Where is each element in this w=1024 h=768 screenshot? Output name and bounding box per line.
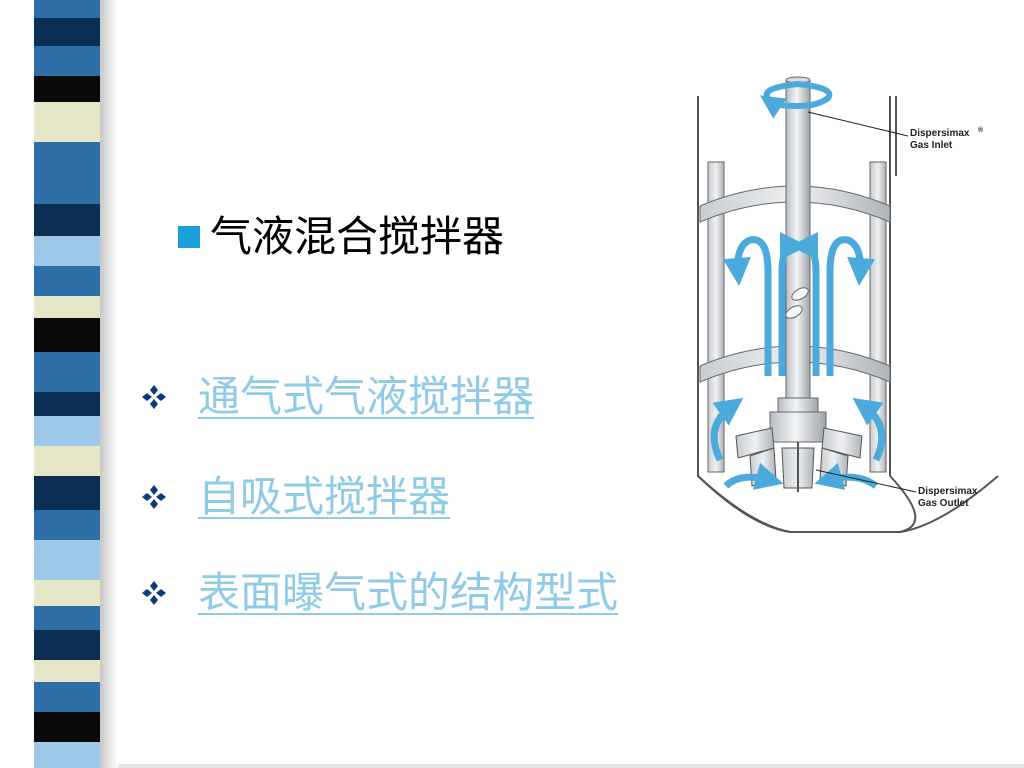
strip-block [34, 142, 100, 164]
diamond-bullet-icon [142, 385, 166, 410]
baffle-left [707, 161, 725, 473]
gas-outlet-label-2: Gas Outlet [918, 498, 969, 509]
strip-block [34, 352, 100, 392]
decorative-strip [34, 0, 100, 768]
agitator-diagram: Dispersimax ® Gas Inlet Dispersimax Gas … [697, 76, 999, 533]
registered-mark: ® [978, 126, 984, 134]
hub [769, 411, 827, 443]
gas-outlet-label-1: Dispersimax [918, 486, 978, 497]
slide-title: 气液混合搅拌器 [210, 212, 505, 261]
strip-block [34, 0, 100, 18]
strip-block [34, 476, 100, 510]
strip-block [34, 236, 100, 266]
strip-block [34, 46, 100, 76]
strip-block [34, 392, 100, 416]
diamond-bullet-icon [142, 581, 166, 606]
strip-block [34, 446, 100, 476]
rotation-arrow [760, 80, 833, 119]
outlet-leader-line [815, 469, 917, 493]
strip-block [34, 266, 100, 296]
strip-block [34, 318, 100, 352]
flow-arrows [710, 232, 886, 490]
list-item: 通气式气液搅拌器 [140, 372, 534, 422]
strip-block [34, 76, 100, 102]
strip-block [34, 606, 100, 630]
strip-block [34, 682, 100, 712]
lower-ring [699, 345, 891, 383]
link-surface-aeration-structure[interactable]: 表面曝气式的结构型式 [198, 568, 619, 617]
strip-block [34, 296, 100, 318]
list-item: 自吸式搅拌器 [140, 472, 450, 522]
shaft-opening [785, 305, 803, 319]
strip-block [34, 660, 100, 682]
square-bullet-icon [178, 226, 200, 249]
hub-collar [777, 397, 819, 413]
diamond-bullet-icon [142, 485, 166, 510]
strip-block [34, 630, 100, 660]
strip-block [34, 102, 100, 142]
vessel-wall [697, 96, 999, 533]
strip-block [34, 510, 100, 540]
title-row: 气液混合搅拌器 [178, 212, 504, 262]
strip-shadow [100, 0, 118, 768]
strip-block [34, 580, 100, 606]
strip-block [34, 204, 100, 236]
strip-block [34, 164, 100, 204]
strip-block [34, 540, 100, 580]
gas-inlet-label-2: Gas Inlet [910, 140, 953, 151]
strip-block [34, 18, 100, 46]
upper-ring [699, 185, 891, 223]
inlet-leader-line [807, 111, 909, 137]
gas-inlet-label-1: Dispersimax [910, 128, 970, 139]
shaft-opening [791, 287, 809, 301]
list-item: 表面曝气式的结构型式 [140, 568, 618, 618]
link-self-priming-agitator[interactable]: 自吸式搅拌器 [198, 472, 451, 521]
strip-block [34, 712, 100, 742]
strip-block [34, 416, 100, 446]
bottom-divider [118, 764, 1024, 768]
baffle-right [869, 161, 887, 473]
strip-block [34, 742, 100, 768]
vessel-bottom [697, 475, 917, 533]
link-aerated-agitator[interactable]: 通气式气液搅拌器 [198, 372, 535, 421]
